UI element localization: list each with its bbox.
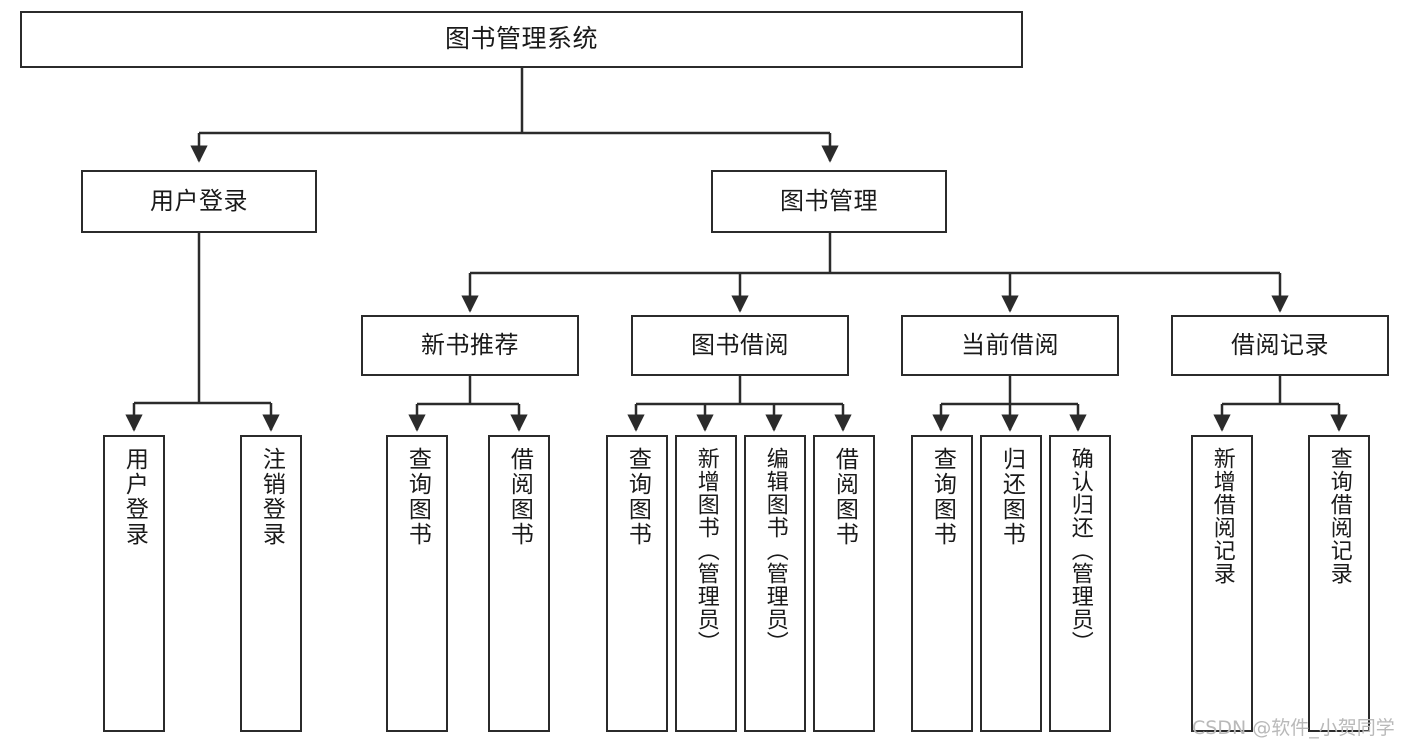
node-leaf-return-book-label: 归还图书 (998, 447, 1025, 547)
node-borrow-record[interactable]: 借阅记录 (1171, 315, 1389, 376)
node-leaf-add-book-label: 新增图书（管理员） (693, 447, 719, 654)
node-leaf-query-book-3[interactable]: 查询图书 (911, 435, 973, 732)
node-user-login[interactable]: 用户登录 (81, 170, 317, 233)
node-leaf-query-record[interactable]: 查询借阅记录 (1308, 435, 1370, 732)
node-root[interactable]: 图书管理系统 (20, 11, 1023, 68)
node-leaf-query-book-2-label: 查询图书 (624, 447, 651, 547)
node-current-borrow[interactable]: 当前借阅 (901, 315, 1119, 376)
node-leaf-logout-label: 注销登录 (258, 447, 285, 547)
node-new-book-rec-label: 新书推荐 (421, 330, 519, 359)
node-leaf-borrow-book-2-label: 借阅图书 (831, 447, 858, 547)
node-root-label: 图书管理系统 (444, 24, 598, 54)
node-leaf-query-book-2[interactable]: 查询图书 (606, 435, 668, 732)
node-current-borrow-label: 当前借阅 (961, 330, 1059, 359)
node-leaf-query-book-3-label: 查询图书 (929, 447, 956, 547)
node-leaf-borrow-book-1[interactable]: 借阅图书 (488, 435, 550, 732)
node-leaf-add-book[interactable]: 新增图书（管理员） (675, 435, 737, 732)
node-leaf-borrow-book-2[interactable]: 借阅图书 (813, 435, 875, 732)
node-book-manage-label: 图书管理 (780, 186, 878, 215)
node-book-manage[interactable]: 图书管理 (711, 170, 947, 233)
node-leaf-query-record-label: 查询借阅记录 (1326, 447, 1352, 585)
node-leaf-borrow-book-1-label: 借阅图书 (506, 447, 533, 547)
node-leaf-query-book-1[interactable]: 查询图书 (386, 435, 448, 732)
node-leaf-user-login[interactable]: 用户登录 (103, 435, 165, 732)
node-leaf-confirm-return-label: 确认归还（管理员） (1067, 447, 1093, 654)
node-leaf-logout[interactable]: 注销登录 (240, 435, 302, 732)
node-leaf-user-login-label: 用户登录 (121, 447, 148, 547)
node-book-borrow-label: 图书借阅 (691, 330, 789, 359)
watermark-text: CSDN @软件_小贺同学 (1192, 717, 1395, 739)
node-borrow-record-label: 借阅记录 (1231, 330, 1329, 359)
node-leaf-edit-book-label: 编辑图书（管理员） (762, 447, 788, 654)
node-leaf-confirm-return[interactable]: 确认归还（管理员） (1049, 435, 1111, 732)
node-leaf-add-record-label: 新增借阅记录 (1209, 447, 1235, 585)
node-user-login-label: 用户登录 (150, 186, 248, 215)
node-book-borrow[interactable]: 图书借阅 (631, 315, 849, 376)
node-leaf-edit-book[interactable]: 编辑图书（管理员） (744, 435, 806, 732)
node-leaf-return-book[interactable]: 归还图书 (980, 435, 1042, 732)
node-leaf-add-record[interactable]: 新增借阅记录 (1191, 435, 1253, 732)
node-leaf-query-book-1-label: 查询图书 (404, 447, 431, 547)
node-new-book-rec[interactable]: 新书推荐 (361, 315, 579, 376)
